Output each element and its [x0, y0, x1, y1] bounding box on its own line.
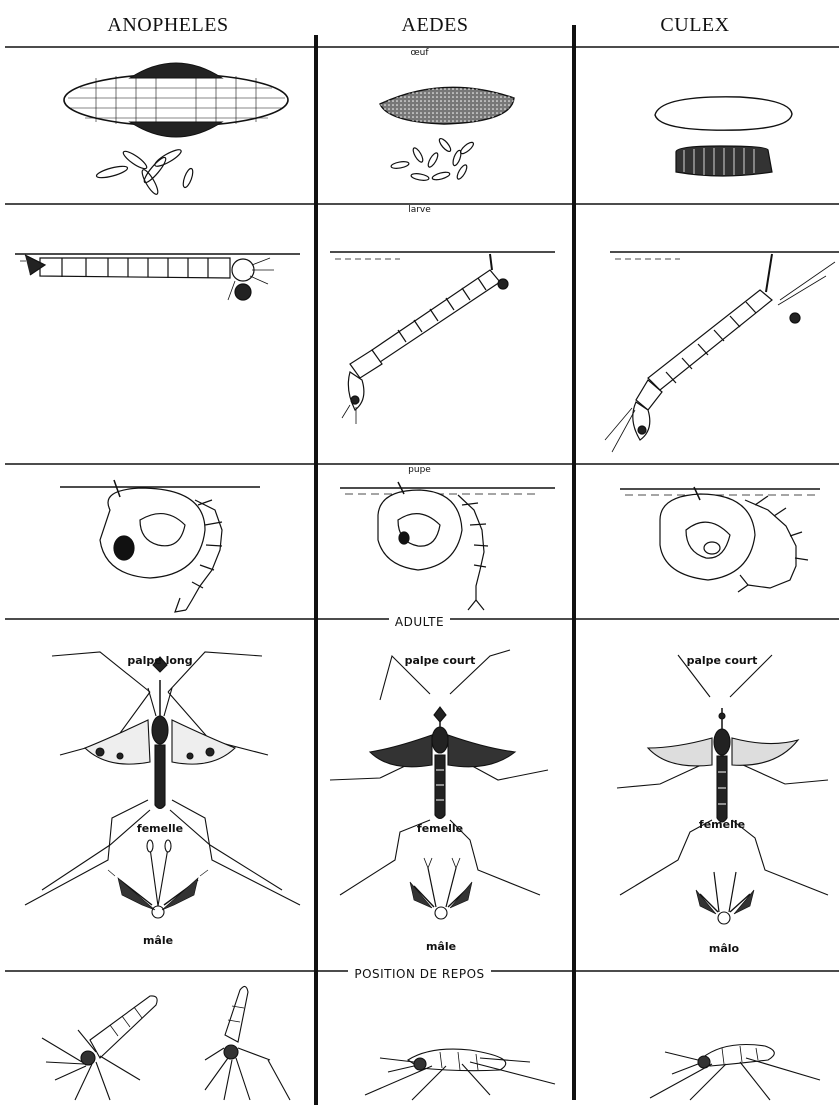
culex-female-illustration [617, 655, 828, 895]
culex-female-label: femelle [642, 818, 802, 831]
aedes-male-label: mâle [361, 940, 521, 953]
culex-palp-label: palpe court [642, 654, 802, 667]
aedes-pupa-illustration [378, 482, 488, 610]
culex-egg-illustration [655, 97, 792, 176]
aedes-rest-illustration [365, 1049, 555, 1100]
anopheles-female-label: femelle [80, 822, 240, 835]
anopheles-rest-illustration-2 [205, 986, 290, 1100]
anopheles-egg-illustration [64, 63, 288, 196]
culex-pupa-illustration [660, 487, 808, 592]
culex-male-illustration [696, 872, 754, 924]
aedes-palp-label: palpe court [360, 654, 520, 667]
aedes-female-illustration [330, 650, 548, 895]
anopheles-male-label: mâle [78, 934, 238, 947]
anopheles-larva-illustration [25, 255, 274, 300]
anopheles-palp-label: palpe long [80, 654, 240, 667]
aedes-male-illustration [410, 858, 472, 919]
aedes-larva-illustration [342, 254, 508, 424]
anopheles-pupa-illustration [100, 480, 222, 612]
culex-rest-illustration [650, 1045, 820, 1101]
anopheles-rest-illustration-1 [42, 996, 157, 1100]
aedes-female-label: femelle [360, 822, 520, 835]
anopheles-male-illustration [108, 840, 208, 918]
aedes-egg-illustration [380, 87, 514, 181]
anopheles-female-illustration [25, 652, 300, 905]
culex-larva-illustration [605, 254, 835, 452]
culex-male-label: mâlo [644, 942, 804, 955]
